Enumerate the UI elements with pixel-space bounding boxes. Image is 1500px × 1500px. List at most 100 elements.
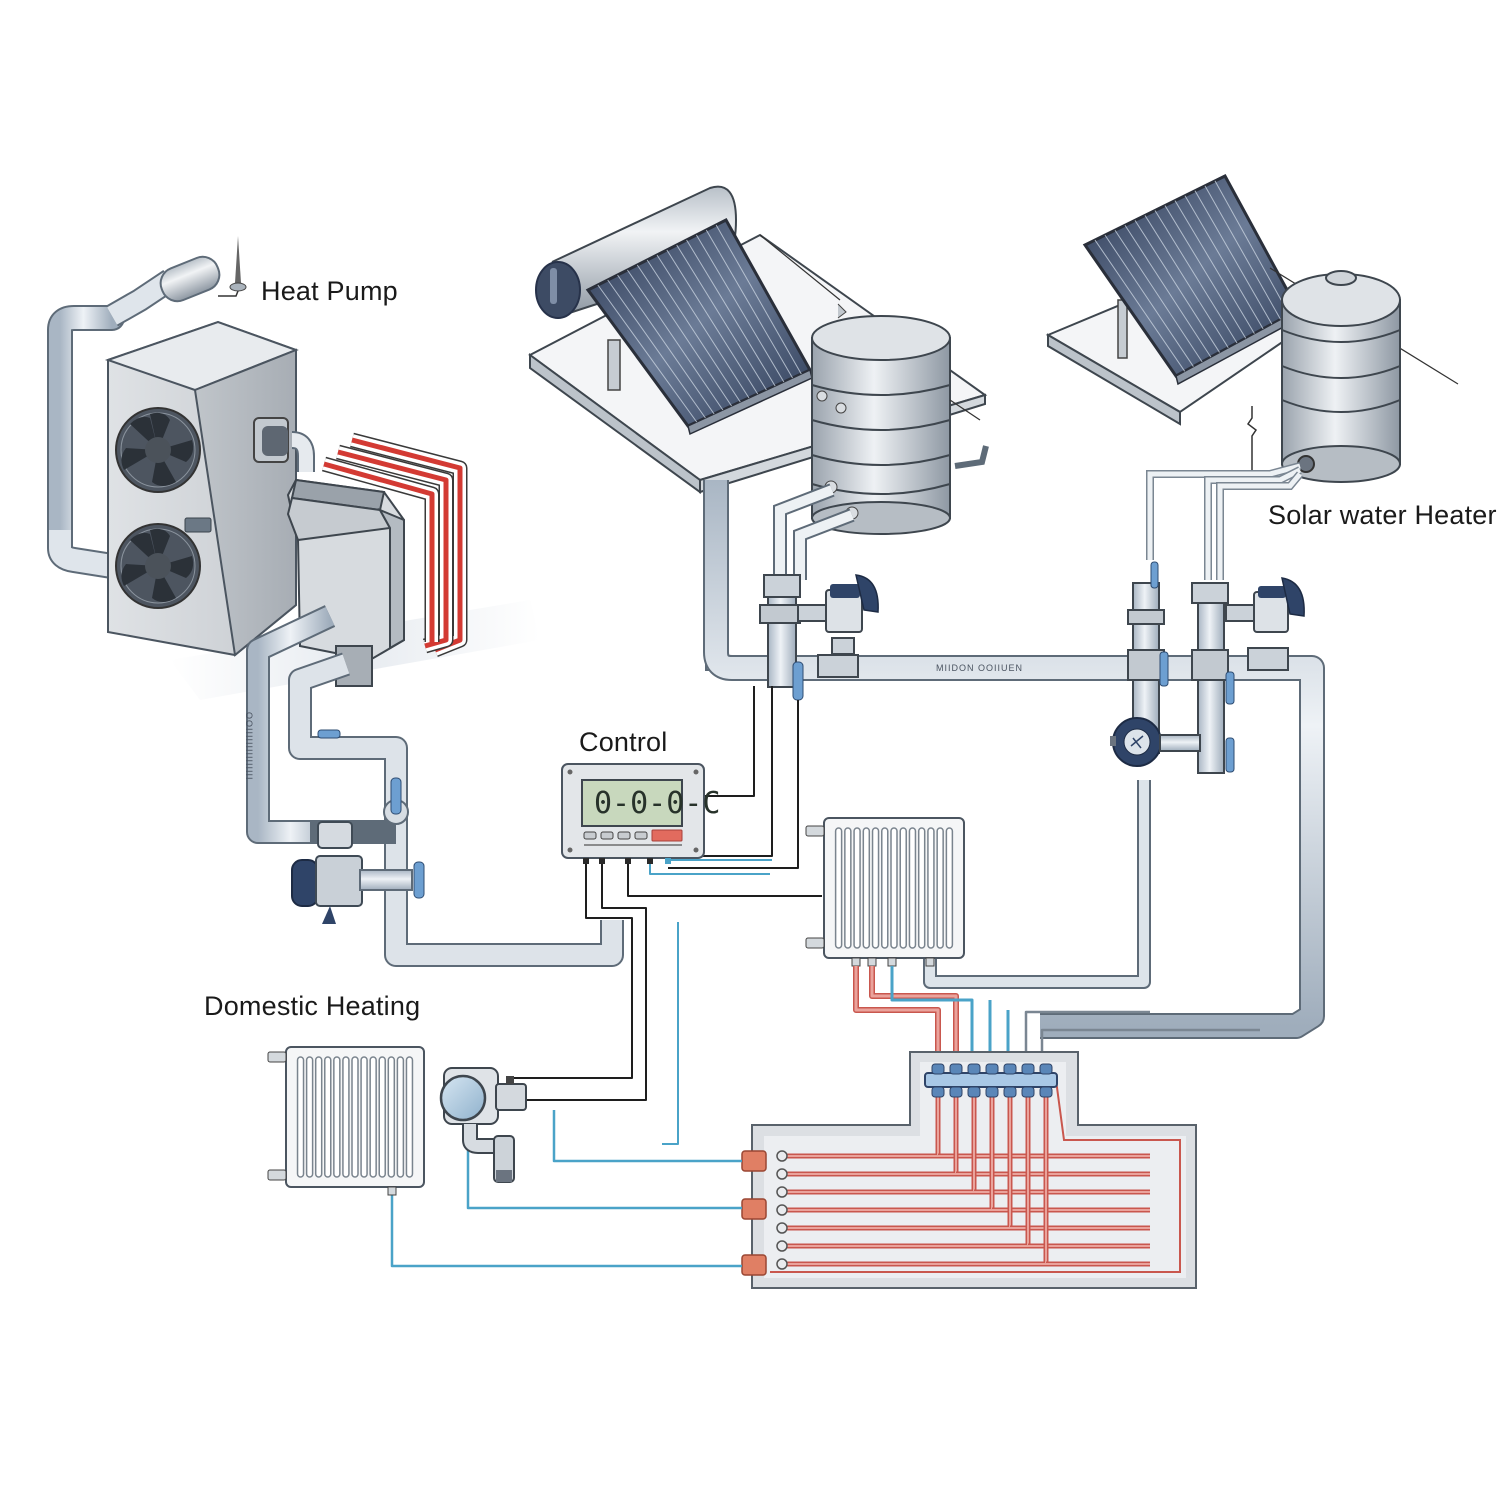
heat-pump-label: Heat Pump xyxy=(261,276,398,306)
panel-stripe xyxy=(1174,200,1255,334)
fan-icon xyxy=(115,523,201,609)
panel-stripe xyxy=(1114,229,1203,363)
panel-stripe xyxy=(1204,185,1282,320)
domestic-heating-label: Domestic Heating xyxy=(204,991,421,1021)
lcd-display xyxy=(581,779,683,827)
manifold-port xyxy=(949,1063,963,1075)
radiator-right xyxy=(805,817,965,967)
solar-collector-panel-1 xyxy=(585,218,813,436)
manifold-port xyxy=(1021,1063,1035,1075)
motorized-valve-icon xyxy=(817,574,879,678)
radiator-fin xyxy=(296,1056,305,1178)
control-label: Control xyxy=(579,727,668,757)
fan-icon xyxy=(115,407,201,493)
heat-pump-outdoor-unit xyxy=(104,320,315,657)
valve-cluster-right xyxy=(1110,561,1305,774)
panel-stripe xyxy=(686,239,776,387)
heat-exchanger xyxy=(286,432,468,687)
control-button[interactable] xyxy=(583,831,597,840)
radiator-fin xyxy=(871,827,880,949)
heating-coil xyxy=(321,432,468,657)
control-unit[interactable]: 0-0-0-C xyxy=(561,763,720,864)
valve-handle-icon xyxy=(1150,561,1159,589)
loop-end-icon xyxy=(776,1222,788,1234)
radiator-fin xyxy=(378,1056,386,1178)
panel-stripe xyxy=(646,259,741,403)
manifold-port xyxy=(1039,1063,1053,1075)
exhaust-pipe xyxy=(47,255,241,579)
radiator-fin xyxy=(314,1056,323,1178)
manifold-port xyxy=(1003,1063,1017,1075)
manifold-port xyxy=(1021,1086,1035,1098)
panel-stripe xyxy=(1124,225,1212,358)
motorized-valve-icon xyxy=(1247,577,1305,671)
radiator-fin xyxy=(369,1056,377,1178)
panel-stripe xyxy=(1154,210,1238,344)
panel-stripe xyxy=(636,264,732,407)
radiator-fin xyxy=(862,827,871,949)
panel-stripe xyxy=(1134,220,1220,353)
panel-stripe xyxy=(627,269,724,411)
unit-nameplate xyxy=(184,517,212,533)
control-button[interactable] xyxy=(600,831,614,840)
valve-handle-icon xyxy=(413,861,425,899)
solar-collector-panel-2 xyxy=(1082,174,1301,386)
panel-stripe xyxy=(676,244,767,391)
panel-stripe xyxy=(617,274,715,415)
radiator-fin xyxy=(890,827,898,949)
radiator-left xyxy=(267,1046,425,1196)
panel-stripe xyxy=(715,224,802,375)
valve-handle-icon xyxy=(1225,671,1235,705)
panel-stripe xyxy=(607,279,706,419)
manifold-port xyxy=(985,1063,999,1075)
radiator-fin xyxy=(853,827,861,949)
radiator-fin xyxy=(945,827,954,949)
solar-station-1 xyxy=(528,185,989,671)
solar-water-heater-label: Solar water Heater xyxy=(1268,500,1497,530)
pipe-annotation: MIIDON OOIIUEN xyxy=(936,663,1023,673)
radiator-fin xyxy=(899,827,907,949)
control-button[interactable] xyxy=(634,831,648,840)
radiator-fin xyxy=(387,1056,396,1178)
manifold-port xyxy=(949,1086,963,1098)
radiator-fin xyxy=(881,827,889,949)
flow-meter-icon xyxy=(1110,717,1162,767)
panel-stripe xyxy=(705,229,794,379)
loop-end-icon xyxy=(776,1204,788,1216)
control-button[interactable] xyxy=(617,831,631,840)
radiator-fin xyxy=(324,1056,332,1178)
panel-stripe xyxy=(1164,205,1247,339)
loop-end-icon xyxy=(776,1240,788,1252)
manifold-port xyxy=(1003,1086,1017,1098)
circulation-pump-icon xyxy=(291,821,425,924)
loop-end-icon xyxy=(776,1168,788,1180)
panel-stripe xyxy=(666,249,759,395)
panel-stripe xyxy=(597,284,698,423)
heat-pump-supply-pipes: OOIIIIIIIIIIIIIII xyxy=(244,605,624,967)
manifold xyxy=(924,1063,1058,1098)
storage-tank-1 xyxy=(811,303,989,535)
panel-stripe xyxy=(1214,180,1290,315)
panel-stripe xyxy=(1104,234,1194,367)
inlet-connector-icon xyxy=(741,1150,767,1276)
manifold-port xyxy=(931,1063,945,1075)
panel-stripe xyxy=(1184,195,1264,330)
underfloor-heating xyxy=(741,1051,1197,1289)
manifold-port xyxy=(931,1086,945,1098)
pipe-annotation: OOIIIIIIIIIIIIIII xyxy=(244,712,254,781)
valve-handle-icon xyxy=(792,661,804,701)
radiator-fin xyxy=(936,827,944,949)
panel-stripe xyxy=(1094,239,1186,372)
valve-cluster-left xyxy=(759,574,879,701)
radiator-fin xyxy=(351,1056,359,1178)
solar-station-2 xyxy=(1045,174,1459,580)
radiator-fin xyxy=(917,827,926,949)
manifold-feed-lines xyxy=(853,966,1260,1066)
lcd-reading: 0-0-0-C xyxy=(594,786,720,821)
perimeter-loop xyxy=(770,1079,1181,1273)
loop-end-icon xyxy=(776,1258,788,1270)
temperature-sensor-icon xyxy=(1246,406,1258,476)
loop-end-icon xyxy=(776,1150,788,1162)
panel-stripe xyxy=(695,234,785,383)
